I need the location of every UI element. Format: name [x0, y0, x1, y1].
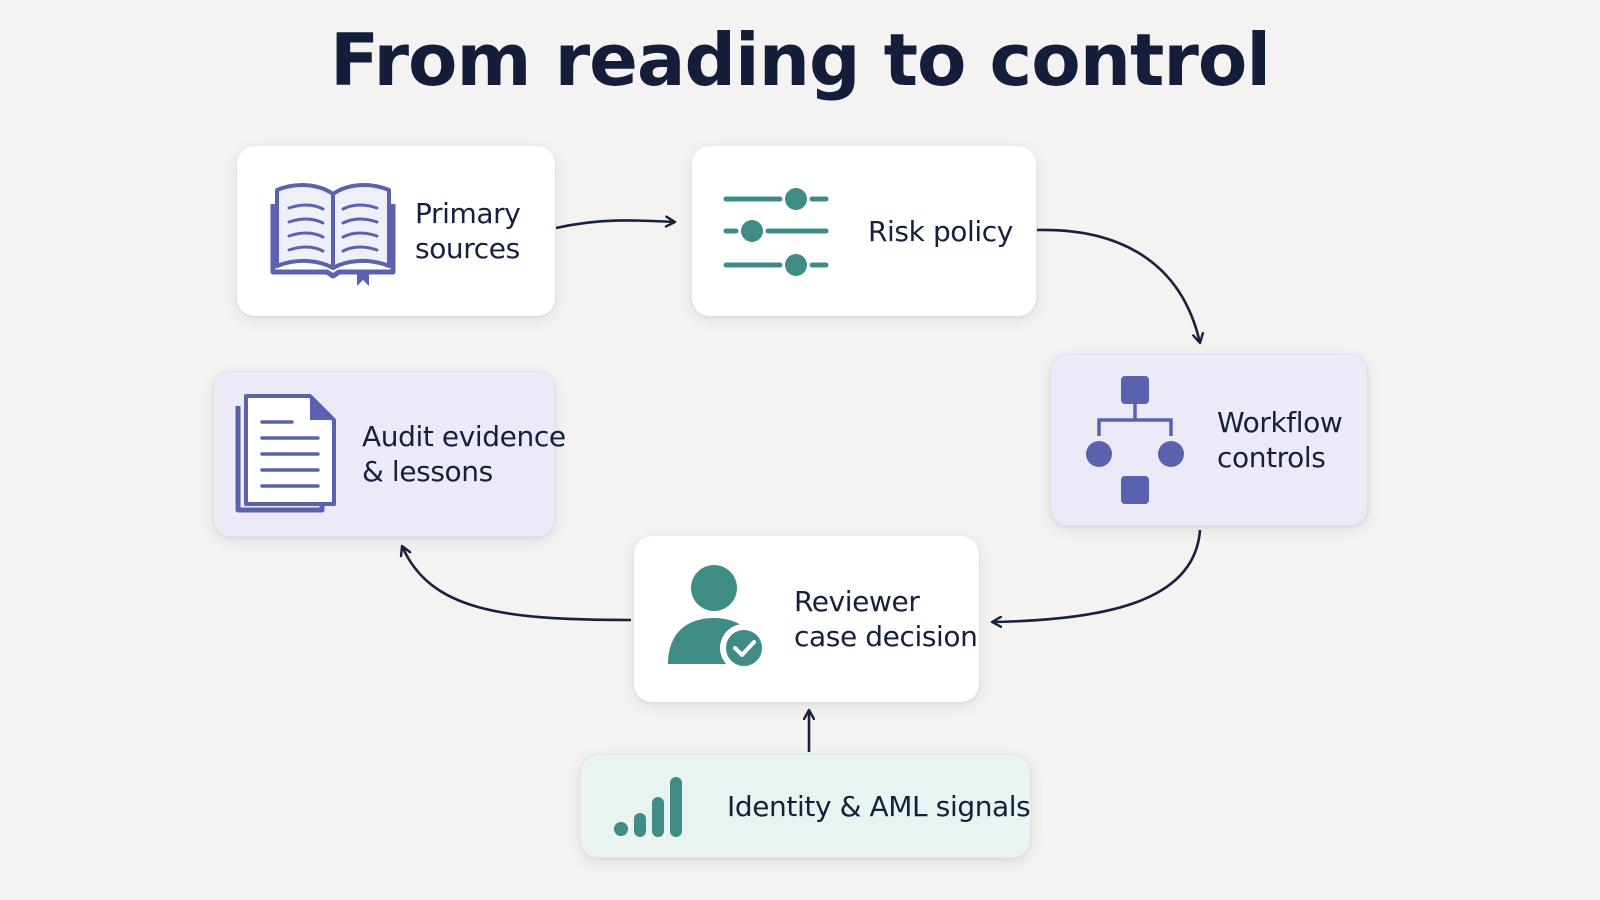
signal-bars-icon — [613, 775, 685, 837]
arrow-workflow-to-reviewer — [992, 529, 1202, 622]
node-audit-evidence: Audit evidence & lessons — [213, 371, 566, 537]
node-label: Primary sources — [415, 197, 521, 265]
node-label: Identity & AML signals — [727, 789, 1031, 823]
node-identity-aml-signals: Identity & AML signals — [580, 754, 1031, 858]
node-label: Workflow controls — [1217, 406, 1343, 474]
node-label: Reviewer case decision — [794, 585, 978, 653]
user-check-icon — [668, 564, 770, 674]
node-risk-policy: Risk policy — [692, 146, 1036, 316]
node-primary-sources: Primary sources — [237, 146, 555, 316]
page-title: From reading to control — [329, 18, 1271, 102]
node-workflow-controls: Workflow controls — [1050, 354, 1368, 526]
open-book-icon — [267, 176, 399, 286]
node-reviewer-case-decision: Reviewer case decision — [634, 536, 979, 702]
node-label: Audit evidence & lessons — [362, 420, 566, 488]
arrow-primary-to-risk — [555, 220, 675, 230]
document-icon — [234, 392, 338, 516]
node-label: Risk policy — [868, 214, 1013, 248]
arrow-reviewer-to-audit — [402, 546, 632, 622]
flowchart-icon — [1085, 374, 1185, 506]
arrow-risk-to-workflow — [1036, 228, 1200, 343]
sliders-icon — [722, 181, 832, 281]
